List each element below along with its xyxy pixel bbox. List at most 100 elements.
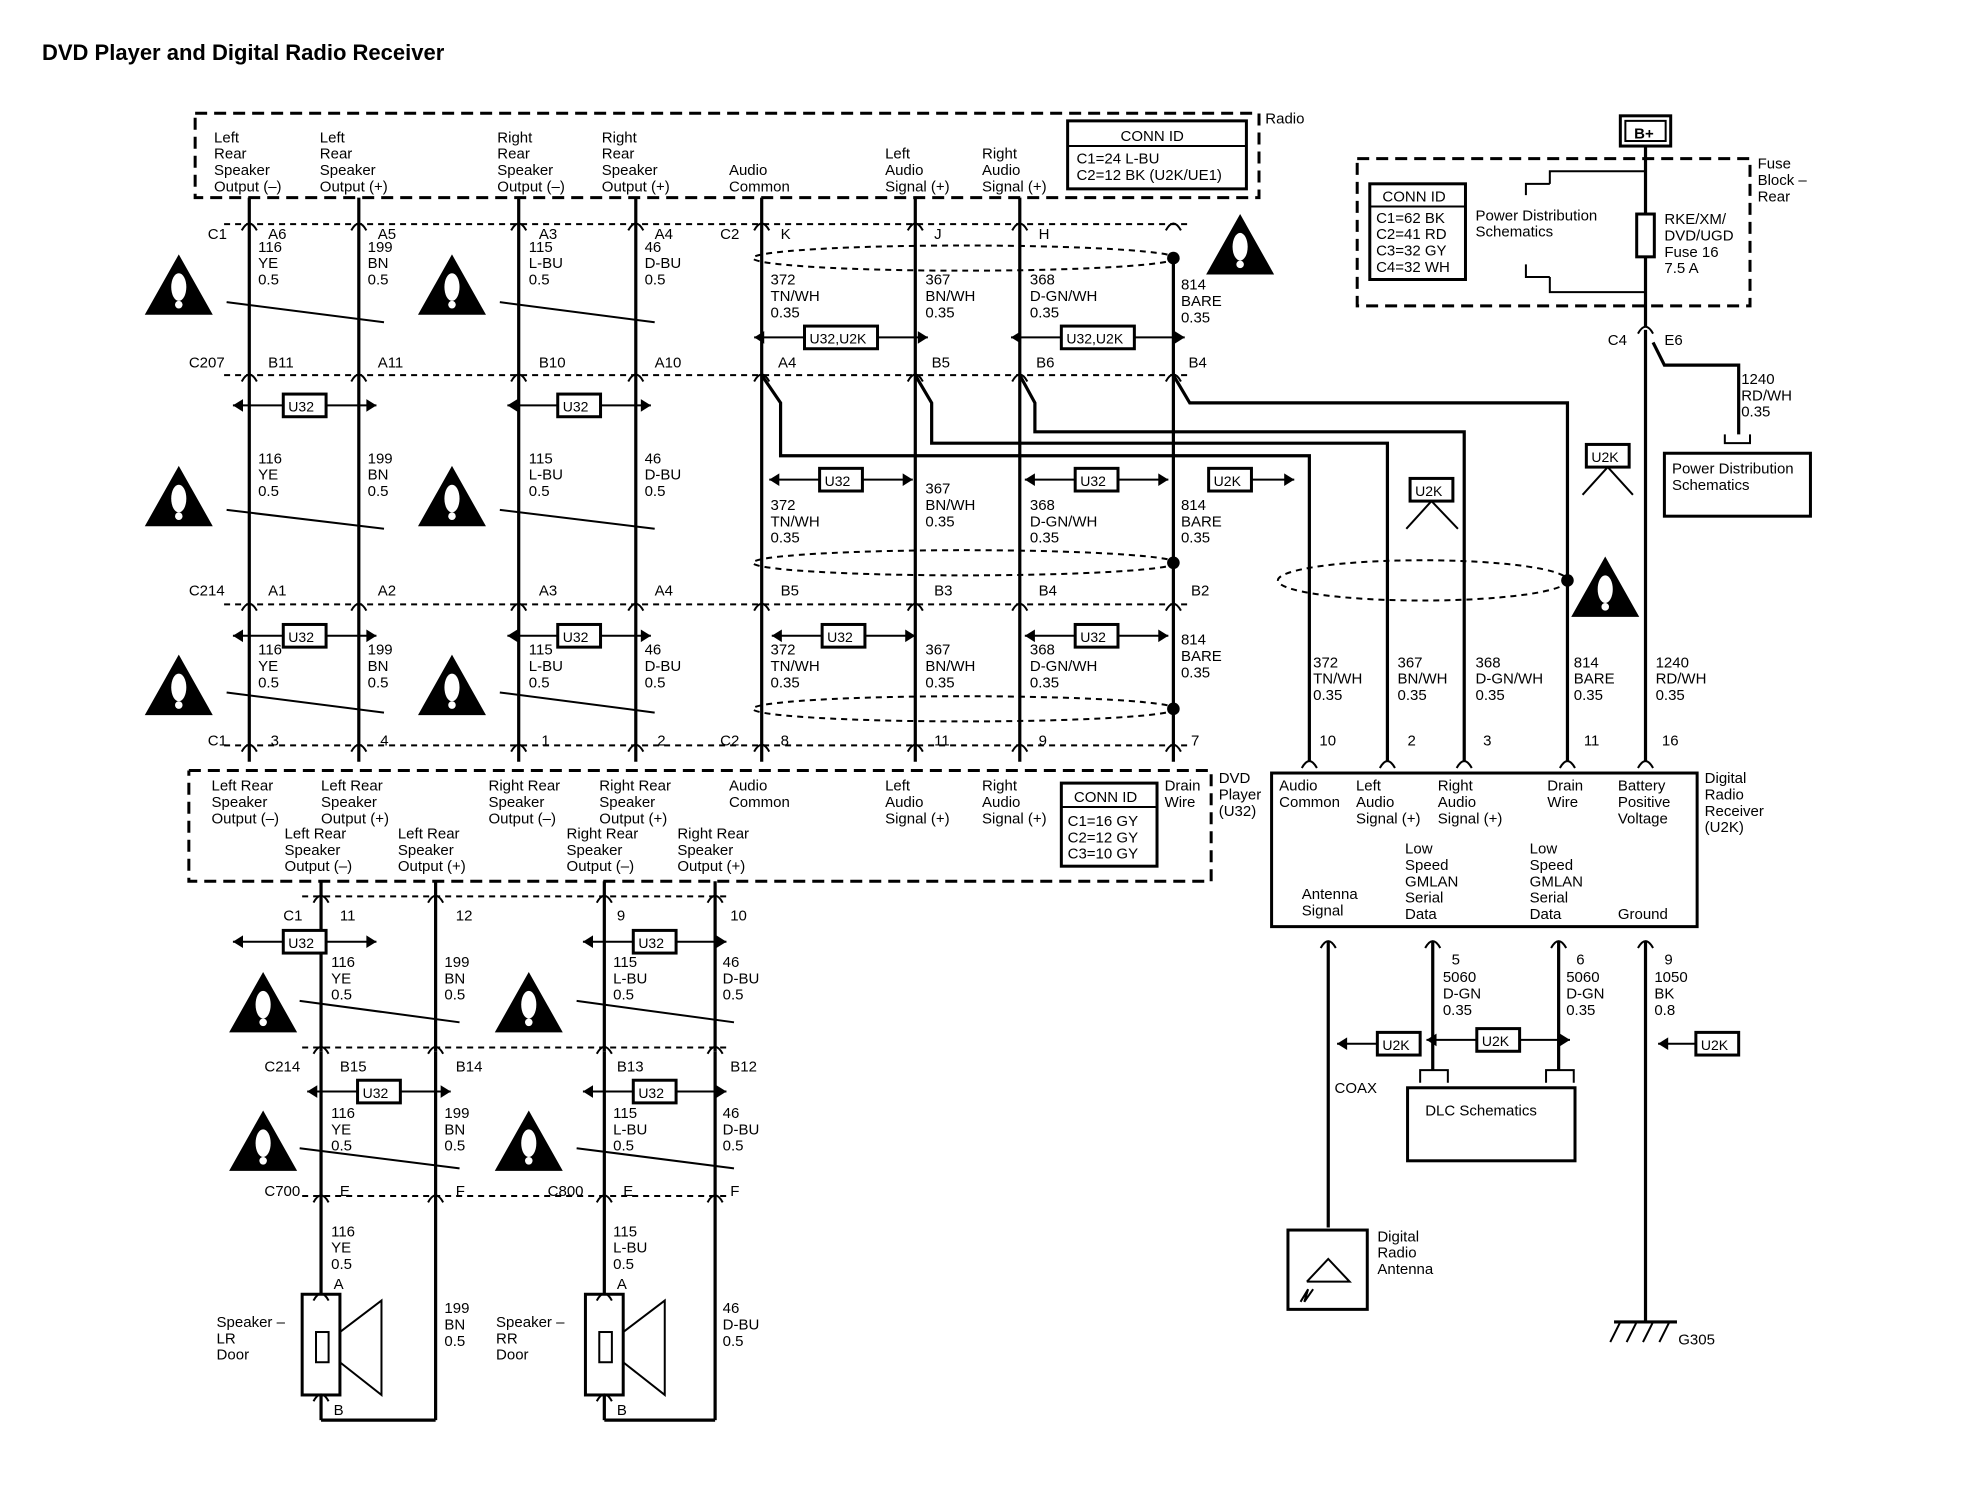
wire-label: 0.35 <box>771 674 800 691</box>
terminal-shape <box>627 222 645 231</box>
pin-label: A3 <box>539 583 557 600</box>
dvd-conn-id-box <box>1059 781 1159 868</box>
receiver-pin-label: Serial <box>1405 890 1443 907</box>
receiver-pin-label: Ground <box>1618 906 1668 923</box>
radio-pin-label: Output (+) <box>602 178 670 195</box>
fuse-label: RKE/XM/ <box>1664 211 1727 228</box>
wire-label: 115 <box>613 954 637 971</box>
wire-label: 115 <box>529 450 553 467</box>
dvd-pin-label: Output (+) <box>599 810 667 827</box>
terminal-shape <box>1164 222 1182 231</box>
terminal-shape <box>753 373 771 382</box>
warning-dot-shape <box>259 1157 267 1165</box>
pin-label: B4 <box>1188 355 1206 372</box>
wire-label: 116 <box>331 1223 355 1240</box>
arrow-head <box>366 399 377 412</box>
wire-label: YE <box>258 467 278 484</box>
conn-id-title: CONN ID <box>1121 128 1185 145</box>
wire-label: BN <box>444 1317 465 1334</box>
antenna-symbol <box>1306 1257 1352 1283</box>
warning-mark-shape <box>444 484 460 513</box>
dvd-pin-label: Common <box>729 794 790 811</box>
conn-id-line: C2=12 GY <box>1068 829 1138 846</box>
receiver-pin-label: Right <box>1438 778 1474 795</box>
wire-label: 372 <box>771 497 796 514</box>
warning-dot-shape <box>175 300 183 309</box>
terminal-shape <box>510 743 528 753</box>
pin-label: B11 <box>268 355 294 372</box>
dvd-pin-label: Speaker <box>285 842 341 859</box>
option-label: U2K <box>1591 449 1619 465</box>
wire-label: L-BU <box>529 255 563 272</box>
dvd-player-label: (U32) <box>1219 803 1257 820</box>
wire-label: 115 <box>529 239 553 256</box>
option-arrow-line <box>1405 500 1433 530</box>
option-label: U32 <box>363 1085 389 1101</box>
warning-icon <box>229 1110 298 1171</box>
wire-label: 0.5 <box>645 674 666 691</box>
splice-dot <box>1167 556 1180 570</box>
fuse-label: Fuse 16 <box>1664 244 1718 261</box>
terminal-shape <box>1011 373 1029 382</box>
terminal-shape <box>753 602 771 612</box>
option-label: U32 <box>1080 473 1106 489</box>
wire-label: 0.35 <box>1313 687 1342 704</box>
wire-label: BARE <box>1181 293 1222 310</box>
terminal-shape <box>510 373 528 382</box>
pin-label: A10 <box>655 355 682 372</box>
wire-label: 116 <box>331 954 355 971</box>
terminal-shape <box>1550 940 1568 949</box>
wire-label: 0.5 <box>645 272 666 289</box>
pin-label: B5 <box>781 583 799 600</box>
dlc-box <box>1406 1086 1577 1163</box>
terminal-shape <box>1319 940 1337 949</box>
pin-label: 12 <box>456 907 473 924</box>
wire-label: BARE <box>1181 513 1222 530</box>
receiver-pin-label: Speed <box>1405 857 1448 874</box>
speaker-label: RR <box>496 1330 518 1347</box>
pin-label: B2 <box>1191 583 1209 600</box>
wire-label: D-GN <box>1443 985 1481 1002</box>
option-label: U32,U2K <box>810 331 867 347</box>
wire-label: 115 <box>613 1105 637 1122</box>
receiver-pin-label: Audio <box>1438 794 1476 811</box>
receiver-pin-label: Wire <box>1547 794 1578 811</box>
terminal-shape <box>510 222 528 231</box>
wire-label: BARE <box>1574 671 1615 688</box>
warning-mark-shape <box>521 1129 537 1158</box>
wire-label: L-BU <box>613 1121 647 1138</box>
terminal-shape <box>595 1393 613 1402</box>
wire-label: D-GN/WH <box>1476 671 1544 688</box>
wire-label: 368 <box>1476 654 1501 671</box>
connector-label: C207 <box>189 355 225 372</box>
conn-id-title: CONN ID <box>1074 789 1138 806</box>
pin-label: E <box>340 1183 350 1200</box>
terminal-shape <box>1637 940 1654 949</box>
fuse-block-label: Block – <box>1758 172 1808 189</box>
pin-label: B3 <box>934 583 952 600</box>
wire-label: 5060 <box>1443 969 1476 986</box>
pin-label: 16 <box>1662 732 1679 749</box>
option-label: U32 <box>288 629 314 645</box>
pin-label: E6 <box>1664 332 1682 349</box>
pin-label: B <box>617 1402 627 1419</box>
connector-label: C700 <box>264 1183 300 1200</box>
terminal-shape <box>753 222 771 231</box>
fuse-block-label: Fuse <box>1758 156 1791 173</box>
radio-conn-id-box <box>1066 119 1248 191</box>
dlc-bracket <box>1419 1069 1449 1083</box>
pin-label: F <box>456 1183 465 1200</box>
wire-label: 0.5 <box>723 1138 744 1155</box>
wire-label: 0.5 <box>331 1138 352 1155</box>
warning-mark-shape <box>255 990 271 1019</box>
arrow-head <box>366 629 377 643</box>
wire-break-mark <box>499 301 655 324</box>
arrow-head <box>232 935 243 949</box>
option-arrow-line <box>1607 466 1634 496</box>
fuse-block-label: Rear <box>1758 188 1791 205</box>
speaker-coil <box>598 1331 613 1364</box>
terminal-shape <box>312 894 330 904</box>
pin-label: 2 <box>657 732 665 749</box>
wire-label: 0.5 <box>529 483 550 500</box>
